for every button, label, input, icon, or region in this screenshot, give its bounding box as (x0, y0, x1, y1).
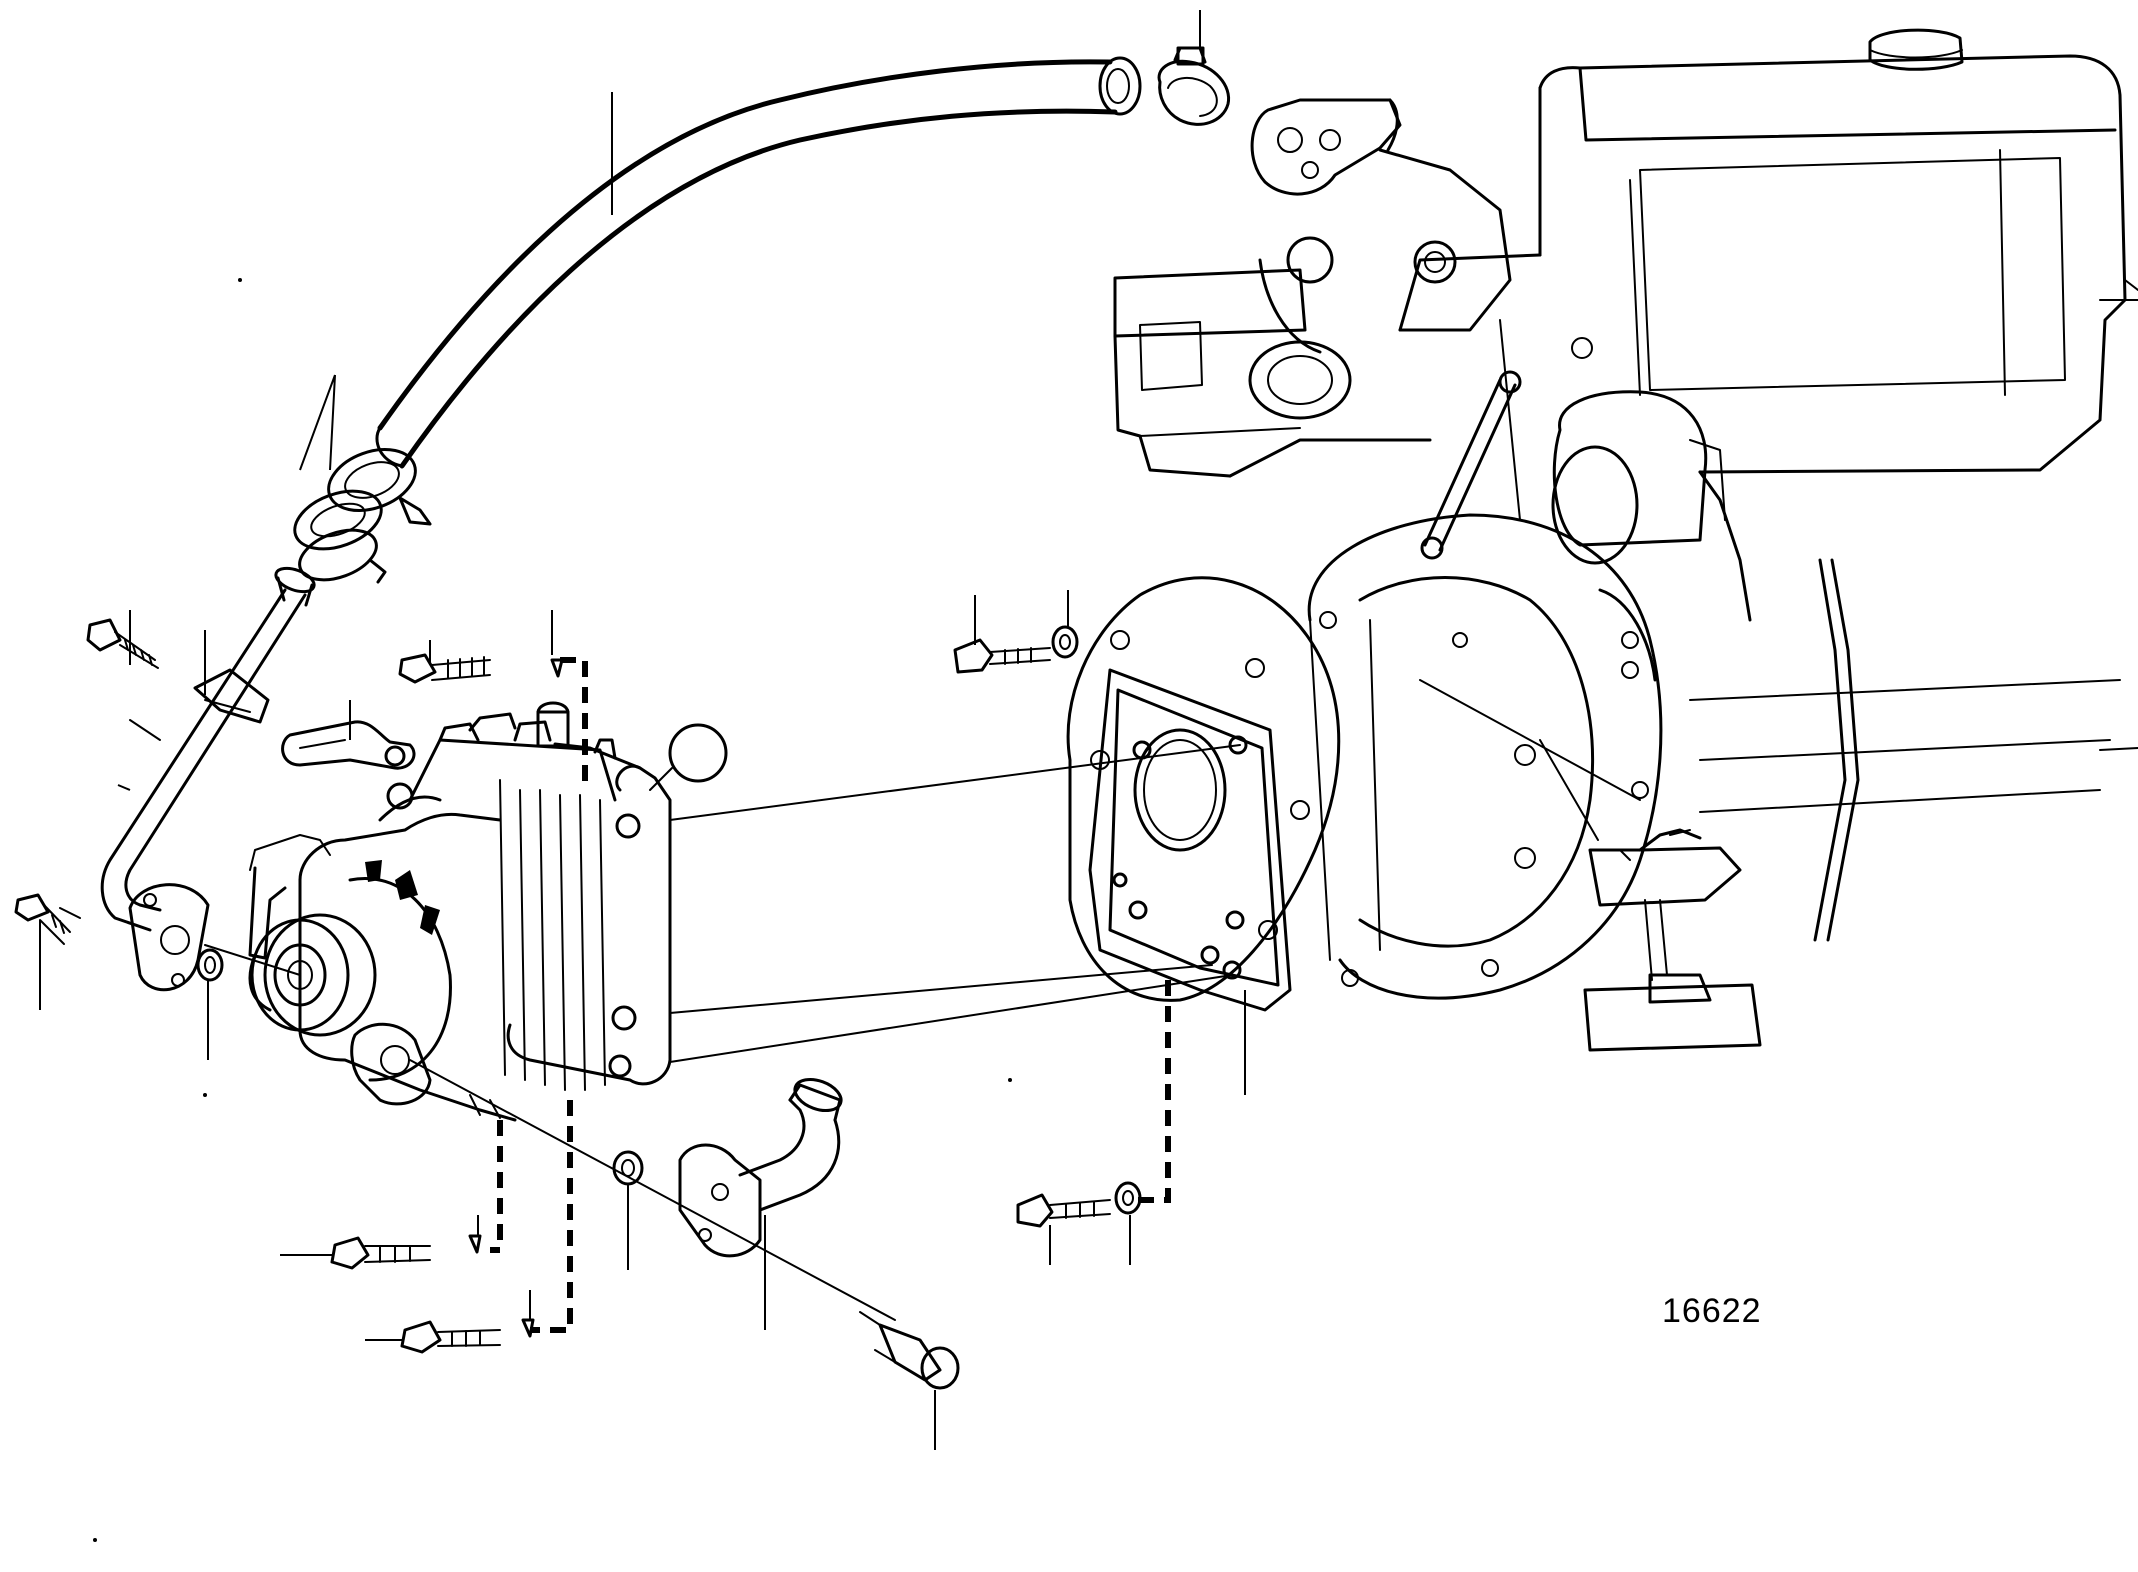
pump-housing (248, 701, 672, 1122)
bolt-5 (330, 1234, 482, 1270)
figure-number: 16622 (1662, 1292, 1762, 1330)
bolt-1 (86, 618, 159, 669)
hose-clamps-lower (293, 448, 432, 584)
assembly-alignment-lines (59, 719, 1241, 1321)
bolt-2 (14, 893, 71, 945)
callout-circle (668, 723, 728, 783)
bolts-and-washers (14, 618, 1142, 1390)
coolant-pipe-bend (678, 1077, 843, 1258)
adapter-plate (1066, 576, 1341, 1012)
coolant-pipe-left (100, 566, 316, 992)
callout-leader (649, 767, 673, 791)
bolt-7 (1016, 1181, 1142, 1228)
hose-clamp-upper (1157, 46, 1231, 126)
reference-leaders (39, 10, 1246, 1450)
bolt-3 (398, 653, 491, 684)
dashed-assembly-paths (490, 657, 1171, 1333)
coolant-hose (375, 56, 1142, 469)
bolt-6 (400, 1318, 535, 1354)
bracket (281, 720, 416, 810)
bolt-4 (953, 625, 1079, 674)
bolt-8 (859, 1311, 960, 1390)
engine-block (1113, 28, 2138, 1052)
